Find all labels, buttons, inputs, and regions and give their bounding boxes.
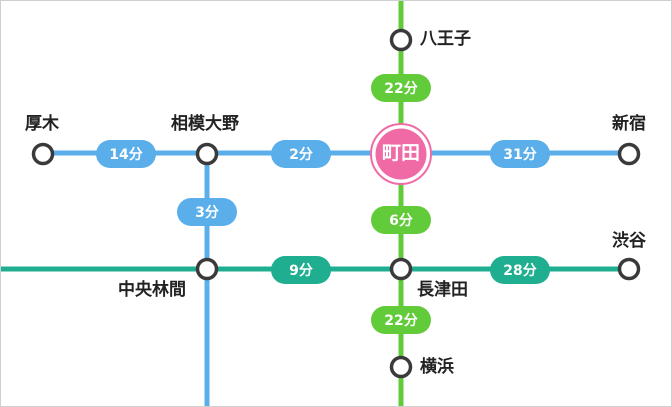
station-nagatsuta-label: 長津田	[417, 280, 468, 300]
time-machida-nagatsuta: 6分	[371, 206, 431, 234]
station-shibuya-label: 渋谷	[612, 231, 646, 251]
time-nagatsuta-yokohama: 22分	[371, 306, 431, 334]
time-nagatsuta-shibuya: 28分	[490, 256, 550, 284]
time-hachioji-machida: 22分	[371, 74, 431, 102]
station-shinjuku-marker[interactable]	[617, 142, 641, 166]
station-yokohama-marker[interactable]	[389, 355, 413, 379]
time-machida-shinjuku: 31分	[490, 140, 550, 168]
station-atsugi-label: 厚木	[25, 114, 59, 134]
station-hachioji-marker[interactable]	[389, 28, 413, 52]
time-sagami-ono-chuo-rinkan: 3分	[177, 198, 237, 226]
station-shibuya-marker[interactable]	[617, 257, 641, 281]
time-atsugi-sagami-ono: 14分	[96, 140, 156, 168]
station-yokohama-label: 横浜	[420, 357, 454, 377]
station-sagami-ono-label: 相模大野	[171, 114, 239, 134]
station-chuo-rinkan-label: 中央林間	[118, 280, 186, 300]
station-nagatsuta-marker[interactable]	[389, 257, 413, 281]
hub-machida-label: 町田	[381, 142, 420, 164]
station-shinjuku-label: 新宿	[612, 114, 646, 134]
time-chuo-rinkan-nagatsuta: 9分	[271, 256, 331, 284]
time-sagami-ono-machida: 2分	[271, 140, 331, 168]
station-atsugi-marker[interactable]	[31, 142, 55, 166]
hub-machida-marker[interactable]	[375, 128, 427, 180]
station-hachioji-label: 八王子	[420, 29, 471, 49]
station-sagami-ono-marker[interactable]	[195, 142, 219, 166]
station-chuo-rinkan-marker[interactable]	[195, 257, 219, 281]
